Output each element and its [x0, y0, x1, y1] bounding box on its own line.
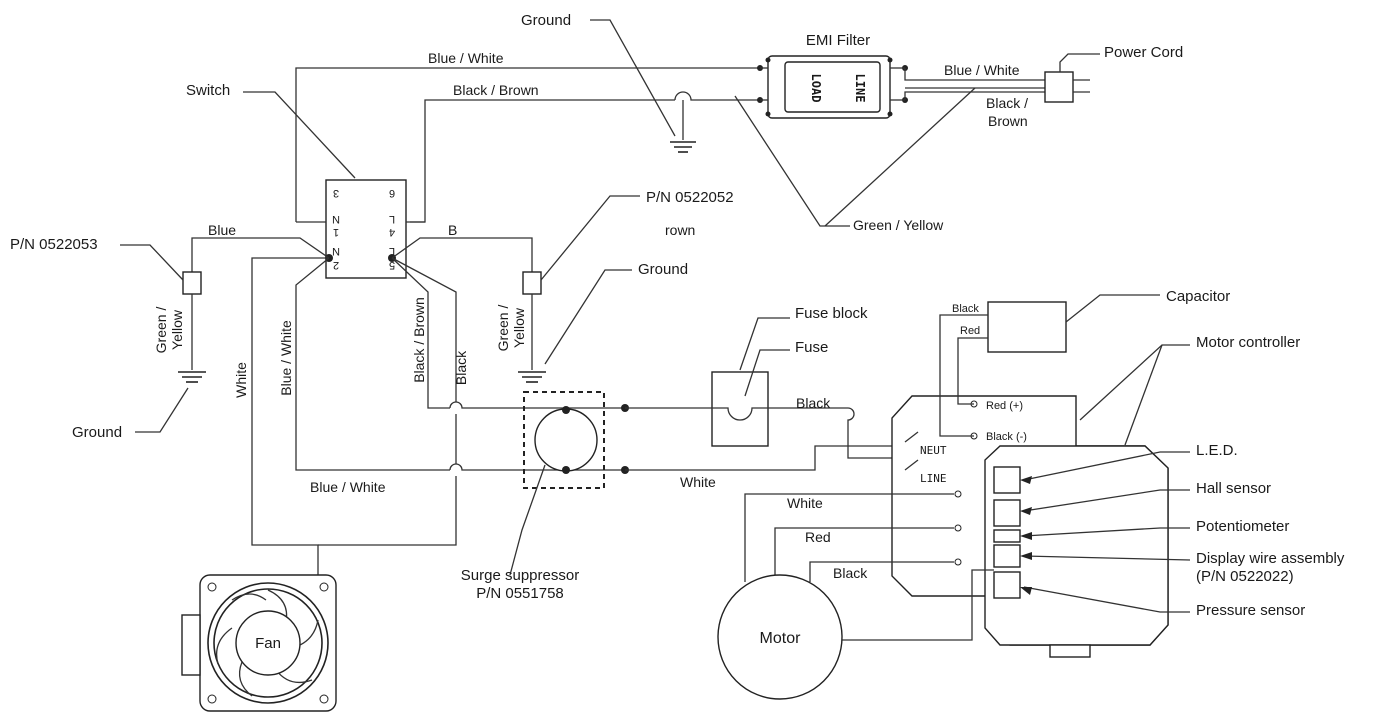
- fuse-block: [625, 317, 912, 459]
- wire-blue-white-vertical: [295, 257, 625, 471]
- wire-label-black-brown-vertical: Black / Brown: [411, 297, 427, 383]
- fan-label: Fan: [255, 635, 281, 652]
- display-wire-label-1: Display wire assembly: [1196, 550, 1345, 567]
- wire-label-cap-black: Black: [952, 303, 979, 315]
- wire-label-green-yellow-left-1: Green /: [153, 307, 169, 354]
- wire-label-blue-white-vertical: Blue / White: [278, 320, 294, 396]
- ground-right-label: Ground: [638, 261, 688, 278]
- wire-label-white-motor: White: [787, 495, 823, 511]
- wire-label-blue-white-bottom: Blue / White: [310, 479, 386, 495]
- motor-controller-label: Motor controller: [1196, 334, 1300, 351]
- switch-terminal: 5: [389, 259, 395, 271]
- wire-label-black-vertical: Black: [453, 350, 469, 385]
- wire-label-green-yellow-right-1: Green /: [495, 305, 511, 352]
- ground-top-label: Ground: [521, 12, 571, 29]
- motor-controller-leaders: [1079, 344, 1190, 446]
- wire-label-blue-white-cord: Blue / White: [944, 62, 1020, 78]
- potentiometer-label: Potentiometer: [1196, 518, 1289, 535]
- wire-white-fan: [251, 257, 329, 575]
- led-label: L.E.D.: [1196, 442, 1238, 459]
- fan: [181, 574, 337, 712]
- wire-label-black-motor: Black: [833, 565, 868, 581]
- wire-label-red-motor: Red: [805, 529, 831, 545]
- wire-black-brown-vertical: [391, 257, 625, 409]
- motor-label: Motor: [760, 630, 802, 647]
- display-wire-label-2: (P/N 0522022): [1196, 568, 1294, 585]
- rown-label: rown: [665, 222, 695, 238]
- emi-filter-label: EMI Filter: [806, 32, 870, 49]
- capacitor: [939, 294, 1160, 437]
- pn-0522052-label: P/N 0522052: [646, 189, 734, 206]
- wire-label-b-right: B: [448, 222, 457, 238]
- power-cord: [904, 53, 1100, 103]
- switch: 3 6 N L 1 4 N L 2 5: [243, 91, 425, 279]
- controller-board: [984, 445, 1169, 658]
- wire-label-black-cord-2: Brown: [988, 113, 1028, 129]
- wire-label-blue-left: Blue: [208, 222, 236, 238]
- surge-label-1: Surge suppressor: [461, 567, 579, 584]
- wire-label-green-yellow-left-2: Yellow: [169, 309, 185, 350]
- capacitor-label: Capacitor: [1166, 288, 1230, 305]
- load-marking: LOAD: [809, 74, 823, 103]
- component-leaders: [1020, 451, 1191, 613]
- fuse-label: Fuse: [795, 339, 828, 356]
- hall-sensor-label: Hall sensor: [1196, 480, 1271, 497]
- switch-terminal: N: [332, 245, 340, 257]
- wire-label-black-cord-1: Black /: [986, 95, 1028, 111]
- switch-terminal: 4: [389, 226, 395, 238]
- wire-label-blue-white-top: Blue / White: [428, 50, 504, 66]
- fuse-block-label: Fuse block: [795, 305, 868, 322]
- wire-label-green-yellow-right-2: Yellow: [511, 307, 527, 348]
- pn-0522053-label: P/N 0522053: [10, 236, 98, 253]
- line-marking: LINE: [853, 74, 867, 103]
- wire-blue-white-top: [295, 67, 760, 222]
- wire-blue-left: [120, 237, 330, 433]
- ground-symbol-top: [590, 19, 696, 153]
- pressure-sensor-label: Pressure sensor: [1196, 602, 1305, 619]
- wire-label-black-minus: Black (-): [986, 431, 1027, 443]
- switch-terminal: 1: [333, 226, 339, 238]
- switch-terminal: L: [389, 213, 395, 225]
- power-cord-label: Power Cord: [1104, 44, 1183, 61]
- ground-left-label: Ground: [72, 424, 122, 441]
- wire-black-vertical: [318, 257, 457, 546]
- emi-filter: LOAD LINE: [757, 55, 908, 119]
- wire-label-black-brown-top: Black / Brown: [453, 82, 539, 98]
- switch-terminal: N: [332, 213, 340, 225]
- surge-label-2: P/N 0551758: [476, 585, 564, 602]
- switch-terminal: 3: [333, 187, 339, 199]
- wire-b-right: [391, 195, 640, 383]
- wire-label-green-yellow-filter: Green / Yellow: [853, 217, 944, 233]
- switch-label: Switch: [186, 82, 230, 99]
- green-yellow-filter-leaders: [734, 87, 976, 227]
- surge-suppressor: [509, 391, 629, 576]
- wire-label-red-plus: Red (+): [986, 400, 1023, 412]
- line-terminal: LINE: [920, 472, 947, 485]
- wire-label-white-line: White: [680, 474, 716, 490]
- switch-terminal: L: [389, 245, 395, 257]
- switch-terminal: 2: [333, 259, 339, 271]
- wire-label-white-vertical: White: [233, 362, 249, 398]
- wire-label-black-fuse: Black: [796, 395, 831, 411]
- neut-terminal: NEUT: [920, 444, 947, 457]
- switch-terminal: 6: [389, 187, 395, 199]
- wire-label-cap-red: Red: [960, 325, 980, 337]
- wire-white-line: [625, 445, 912, 471]
- motor: [717, 574, 843, 700]
- motor-wires: [744, 493, 994, 641]
